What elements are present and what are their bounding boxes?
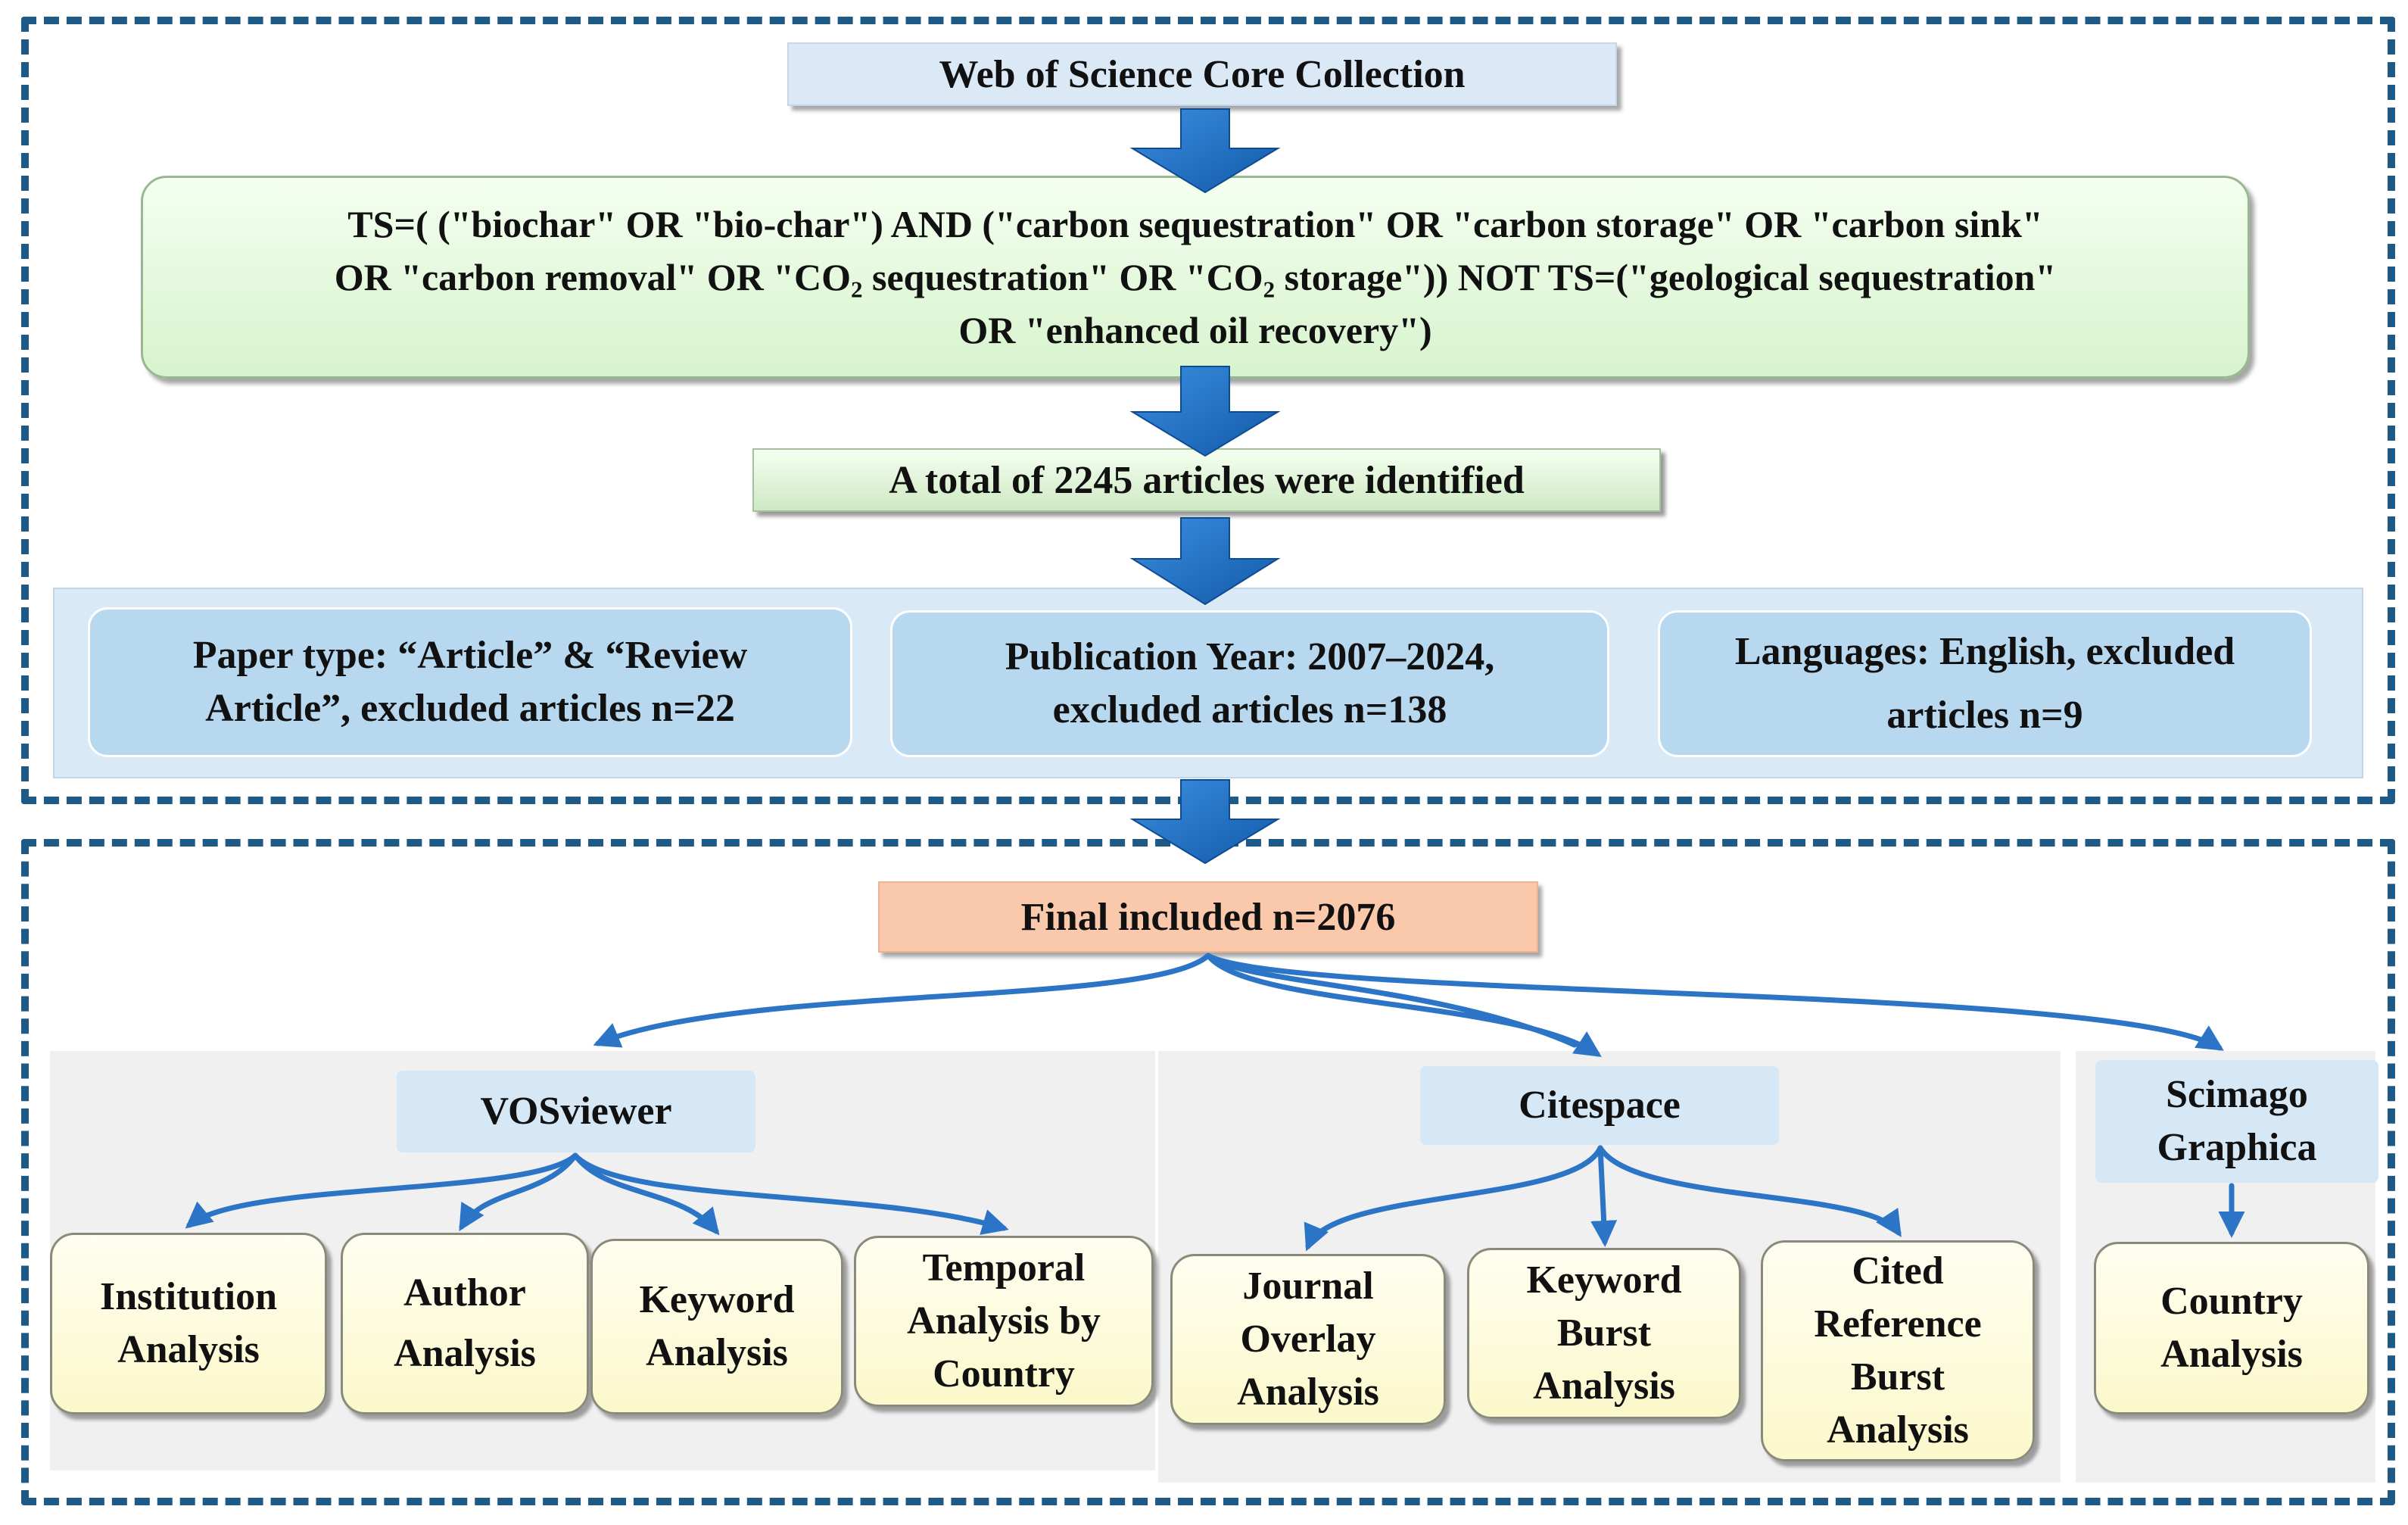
source-box: Web of Science Core Collection (787, 42, 1617, 106)
identified-box: A total of 2245 articles were identified (752, 448, 1661, 512)
source-label: Web of Science Core Collection (939, 52, 1466, 96)
query-line-1: TS=( ("biochar" OR "bio-char") AND ("car… (347, 203, 2043, 245)
connector-vos-to-keyword (572, 1152, 720, 1236)
final-included-box: Final included n=2076 (878, 881, 1538, 953)
tool-citespace: Citespace (1420, 1066, 1779, 1145)
connector-cite-to-journal (1304, 1145, 1603, 1252)
connector-cite-to-burst (1590, 1145, 1618, 1247)
connector-final-to-citespace-2 (1205, 953, 1578, 1048)
connector-cite-to-cited (1597, 1145, 1902, 1237)
tool-vosviewer: VOSviewer (397, 1071, 755, 1152)
connector-final-to-vosviewer (593, 953, 1211, 1048)
final-included-label: Final included n=2076 (1020, 895, 1396, 939)
block-arrow-4 (1129, 779, 1281, 865)
connector-vos-to-author (459, 1152, 578, 1231)
block-arrow-1 (1129, 108, 1281, 194)
paper-type-filter: Paper type: “Article” & “Review Article”… (88, 607, 852, 757)
query-line-3: OR "enhanced oil recovery") (958, 309, 1432, 351)
publication-year-filter: Publication Year: 2007–2024, excluded ar… (890, 610, 1609, 757)
language-filter: Languages: English, excluded articles n=… (1658, 610, 2312, 757)
tool-scimago-graphica: Scimago Graphica (2095, 1060, 2378, 1183)
block-arrow-2 (1129, 366, 1281, 457)
connector-vos-to-temporal (572, 1152, 1009, 1235)
identified-label: A total of 2245 articles were identified (889, 458, 1525, 502)
block-arrow-3 (1129, 517, 1281, 606)
query-line-2: OR "carbon removal" OR "CO2 sequestratio… (334, 256, 2057, 303)
connector-final-to-scimago (1205, 953, 2224, 1051)
connector-vos-to-institution (185, 1152, 578, 1229)
